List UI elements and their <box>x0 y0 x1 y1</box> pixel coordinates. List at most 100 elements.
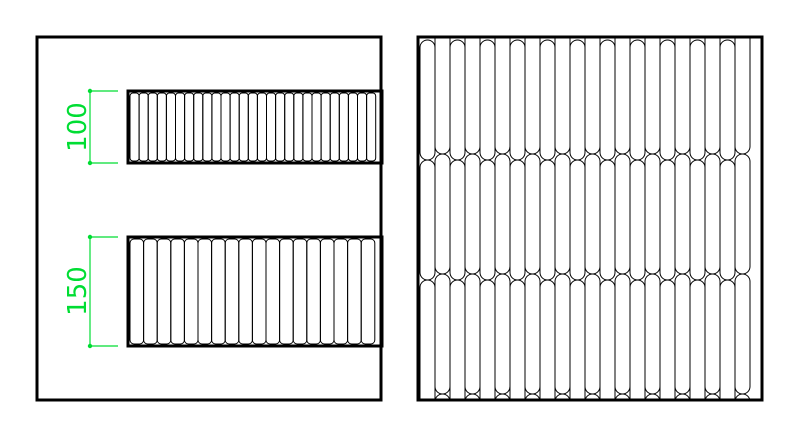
tile <box>238 238 253 345</box>
left-panel-frame <box>35 35 383 402</box>
tile <box>464 153 481 275</box>
tile-strip-100 <box>129 92 377 162</box>
tile <box>419 39 436 161</box>
tile <box>494 273 511 395</box>
tile <box>357 92 368 162</box>
tile <box>704 38 721 155</box>
tile <box>319 238 335 345</box>
tile <box>434 153 451 275</box>
tile <box>509 39 526 161</box>
tile <box>734 38 751 155</box>
tile <box>554 38 571 155</box>
tile <box>689 159 706 281</box>
tile-field <box>419 38 751 402</box>
tile <box>614 38 631 155</box>
tile <box>333 238 349 345</box>
tile <box>138 92 149 162</box>
tile <box>494 38 511 155</box>
tile <box>419 159 436 281</box>
tile <box>292 238 308 345</box>
tile <box>229 92 240 162</box>
tile <box>719 39 736 161</box>
tile <box>170 238 185 345</box>
tile <box>494 153 511 275</box>
tile <box>479 159 496 281</box>
tile <box>251 238 267 345</box>
tile <box>629 39 646 161</box>
tile <box>719 159 736 281</box>
tile <box>247 92 258 162</box>
tile <box>524 153 541 275</box>
tile <box>584 38 601 155</box>
tile <box>599 159 616 281</box>
tile <box>129 238 145 345</box>
tile <box>220 92 231 162</box>
tile <box>554 153 571 275</box>
tile <box>644 153 661 275</box>
right-panel-frame <box>416 35 764 402</box>
tile <box>539 279 556 399</box>
tile <box>629 159 646 281</box>
tile <box>569 39 586 161</box>
tile <box>599 39 616 161</box>
tile <box>509 159 526 281</box>
tile <box>674 38 691 155</box>
tile <box>293 92 304 162</box>
tile <box>143 238 158 345</box>
tile <box>674 153 691 275</box>
tile <box>644 273 661 395</box>
tile <box>419 279 436 399</box>
tile <box>614 273 631 395</box>
tile <box>584 153 601 275</box>
tile <box>689 279 706 399</box>
strip-150-frame <box>126 235 384 348</box>
tile <box>320 92 331 162</box>
tile <box>539 159 556 281</box>
tile <box>360 238 376 345</box>
tile <box>434 273 451 395</box>
tile <box>347 92 358 162</box>
tile <box>284 92 295 162</box>
tile <box>129 92 140 162</box>
tile <box>704 153 721 275</box>
tile <box>266 92 277 162</box>
tile <box>674 273 691 395</box>
tile <box>211 238 226 345</box>
tile <box>614 153 631 275</box>
tile <box>464 273 481 395</box>
tile <box>183 238 199 345</box>
tile <box>202 92 213 162</box>
tile <box>509 279 526 399</box>
tile <box>734 153 751 275</box>
tile <box>165 92 176 162</box>
tile <box>554 273 571 395</box>
tile <box>539 39 556 161</box>
tile <box>306 238 321 345</box>
tile <box>366 92 377 162</box>
left-panel: 100 150 <box>35 35 384 402</box>
tile <box>659 39 676 161</box>
tile <box>479 39 496 161</box>
tile <box>569 279 586 399</box>
tile <box>449 39 466 161</box>
tile <box>659 159 676 281</box>
tile <box>329 92 340 162</box>
tile <box>265 238 281 345</box>
dimension-100 <box>87 88 118 166</box>
tile <box>224 238 240 345</box>
tile <box>734 273 751 395</box>
tile <box>434 38 451 155</box>
tile <box>147 92 158 162</box>
tile <box>689 39 706 161</box>
tile <box>569 159 586 281</box>
strip-100-frame <box>126 89 384 165</box>
tile <box>584 273 601 395</box>
tile <box>599 279 616 399</box>
dimension-label-100: 100 <box>63 102 93 152</box>
tile <box>311 92 322 162</box>
tile <box>238 92 249 162</box>
tile <box>197 238 213 345</box>
tile <box>719 279 736 399</box>
tile <box>156 92 167 162</box>
tile <box>156 238 172 345</box>
